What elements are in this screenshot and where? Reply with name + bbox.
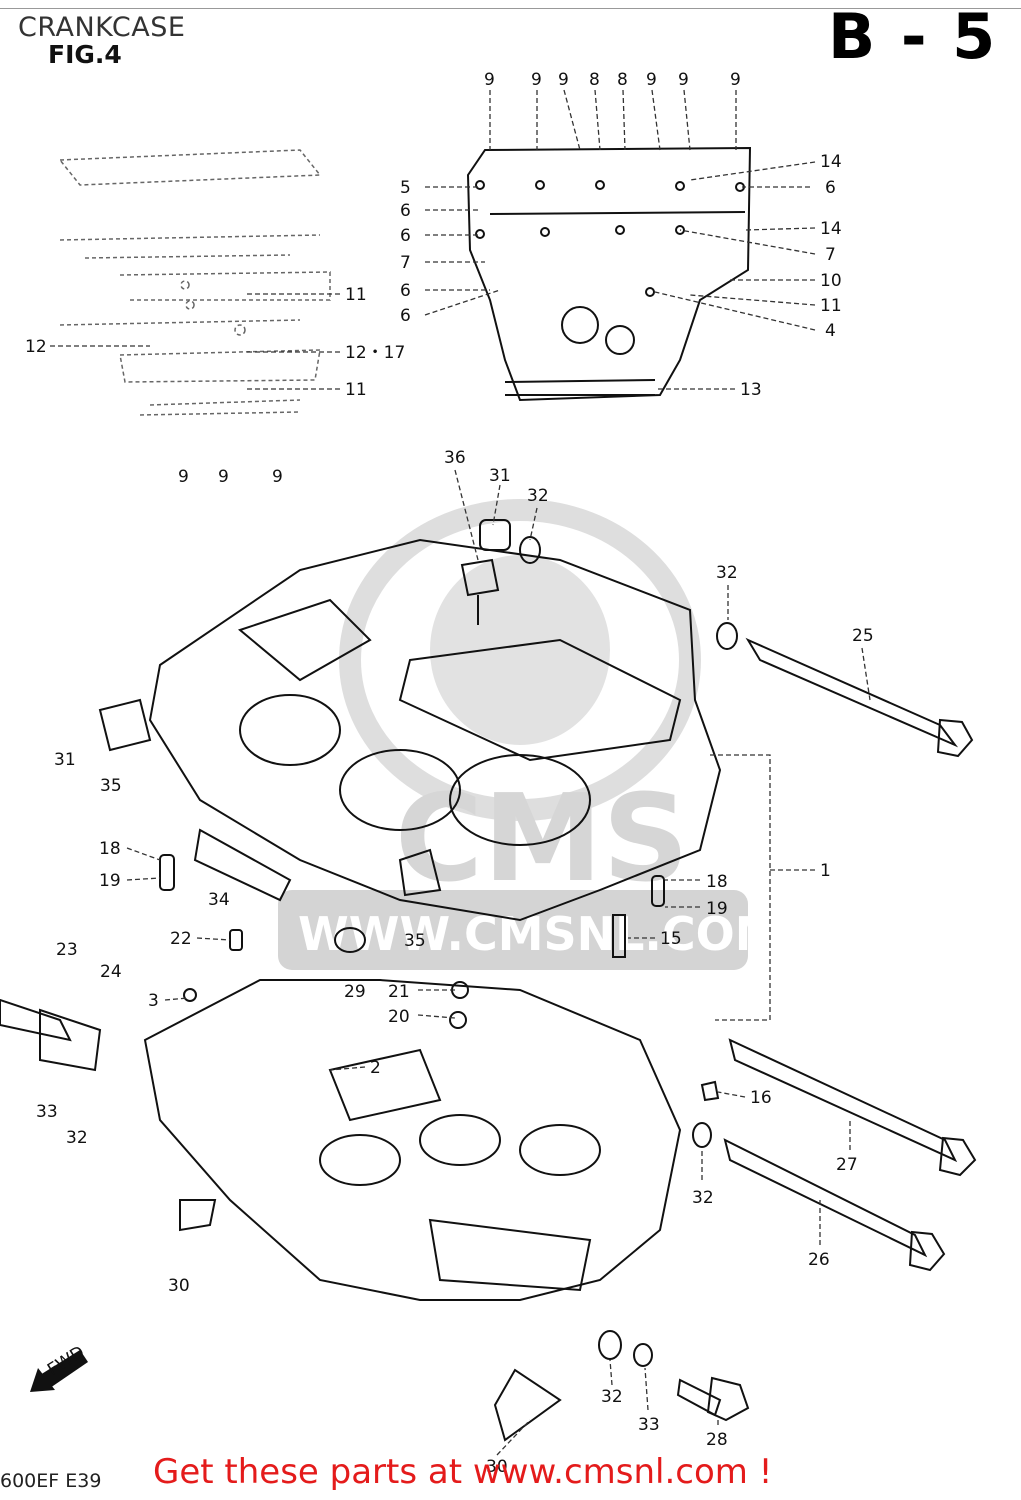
callout-31: 31 [489,466,511,486]
callout-21: 21 [388,982,410,1002]
main-leader-lines [126,469,871,1456]
callout-25: 25 [852,626,874,646]
callout-11: 11 [345,380,367,400]
callout-14: 14 [820,152,842,172]
inset-left-sketch [58,149,331,416]
callout-28: 28 [706,1430,728,1450]
callout-32: 32 [601,1387,623,1407]
callout-35: 35 [100,776,122,796]
watermark: CMS WWW.CMSNL.COM [278,499,781,970]
callout-9: 9 [730,70,741,90]
callout-6: 6 [825,178,836,198]
inset-leader-lines [50,89,816,390]
callout-30: 30 [168,1276,190,1296]
main-callouts: 9 9 9 36 31 32 32 25 31 35 18 19 34 1 18… [36,448,874,1477]
callout-9: 9 [178,467,189,487]
callout-14: 14 [820,219,842,239]
parts-cta-link[interactable]: Get these parts at www.cmsnl.com ! [153,1452,773,1492]
callout-19: 19 [99,871,121,891]
callout-24: 24 [100,962,122,982]
callout-26: 26 [808,1250,830,1270]
callout-32: 32 [692,1188,714,1208]
upper-crankcase [148,538,722,922]
callout-4: 4 [825,321,836,341]
callout-11: 11 [345,285,367,305]
callout-8: 8 [589,70,600,90]
callout-27: 27 [836,1155,858,1175]
callout-1: 1 [820,861,831,881]
callout-9: 9 [218,467,229,487]
inset-right-case [466,146,752,402]
forward-arrow: FWD [30,1342,88,1392]
callout-36: 36 [444,448,466,468]
callout-29: 29 [344,982,366,1002]
callout-6: 6 [400,281,411,301]
callout-16: 16 [750,1088,772,1108]
callout-5: 5 [400,178,411,198]
callout-32: 32 [716,563,738,583]
callout-2: 2 [370,1058,381,1078]
page-title: CRANKCASE [18,12,186,43]
callout-13: 13 [740,380,762,400]
callout-35: 35 [404,931,426,951]
callout-6: 6 [400,201,411,221]
callout-11: 11 [820,296,842,316]
callout-31: 31 [54,750,76,770]
callout-34: 34 [208,890,230,910]
callout-23: 23 [56,940,78,960]
callout-6: 6 [400,306,411,326]
callout-32: 32 [527,486,549,506]
callout-9: 9 [558,70,569,90]
callout-3: 3 [148,991,159,1011]
section-code: B - 5 [828,0,998,73]
callout-33: 33 [638,1415,660,1435]
callout-12-17: 12・17 [345,343,405,363]
callout-18: 18 [706,872,728,892]
callout-6: 6 [400,226,411,246]
callout-10: 10 [820,271,842,291]
callout-18: 18 [99,839,121,859]
model-code: 600EF E39 [0,1470,102,1492]
inset-callouts: 9 9 9 8 8 9 9 9 14 5 6 6 6 14 7 7 10 6 1… [25,70,842,400]
callout-9: 9 [678,70,689,90]
callout-12: 12 [25,337,47,357]
callout-32: 32 [66,1128,88,1148]
callout-8: 8 [617,70,628,90]
callout-19: 19 [706,899,728,919]
callout-9: 9 [272,467,283,487]
callout-30: 30 [486,1457,508,1477]
callout-9: 9 [484,70,495,90]
callout-9: 9 [531,70,542,90]
callout-15: 15 [660,929,682,949]
lower-crankcase [143,979,682,1301]
callout-20: 20 [388,1007,410,1027]
callout-9: 9 [646,70,657,90]
watermark-url: WWW.CMSNL.COM [298,907,781,961]
watermark-brand: CMS [395,770,689,909]
figure-label: FIG.4 [48,40,122,69]
callout-7: 7 [825,245,836,265]
callout-22: 22 [170,929,192,949]
top-rule [0,8,1021,9]
small-parts [0,519,977,1442]
callout-7: 7 [400,253,411,273]
callout-33: 33 [36,1102,58,1122]
